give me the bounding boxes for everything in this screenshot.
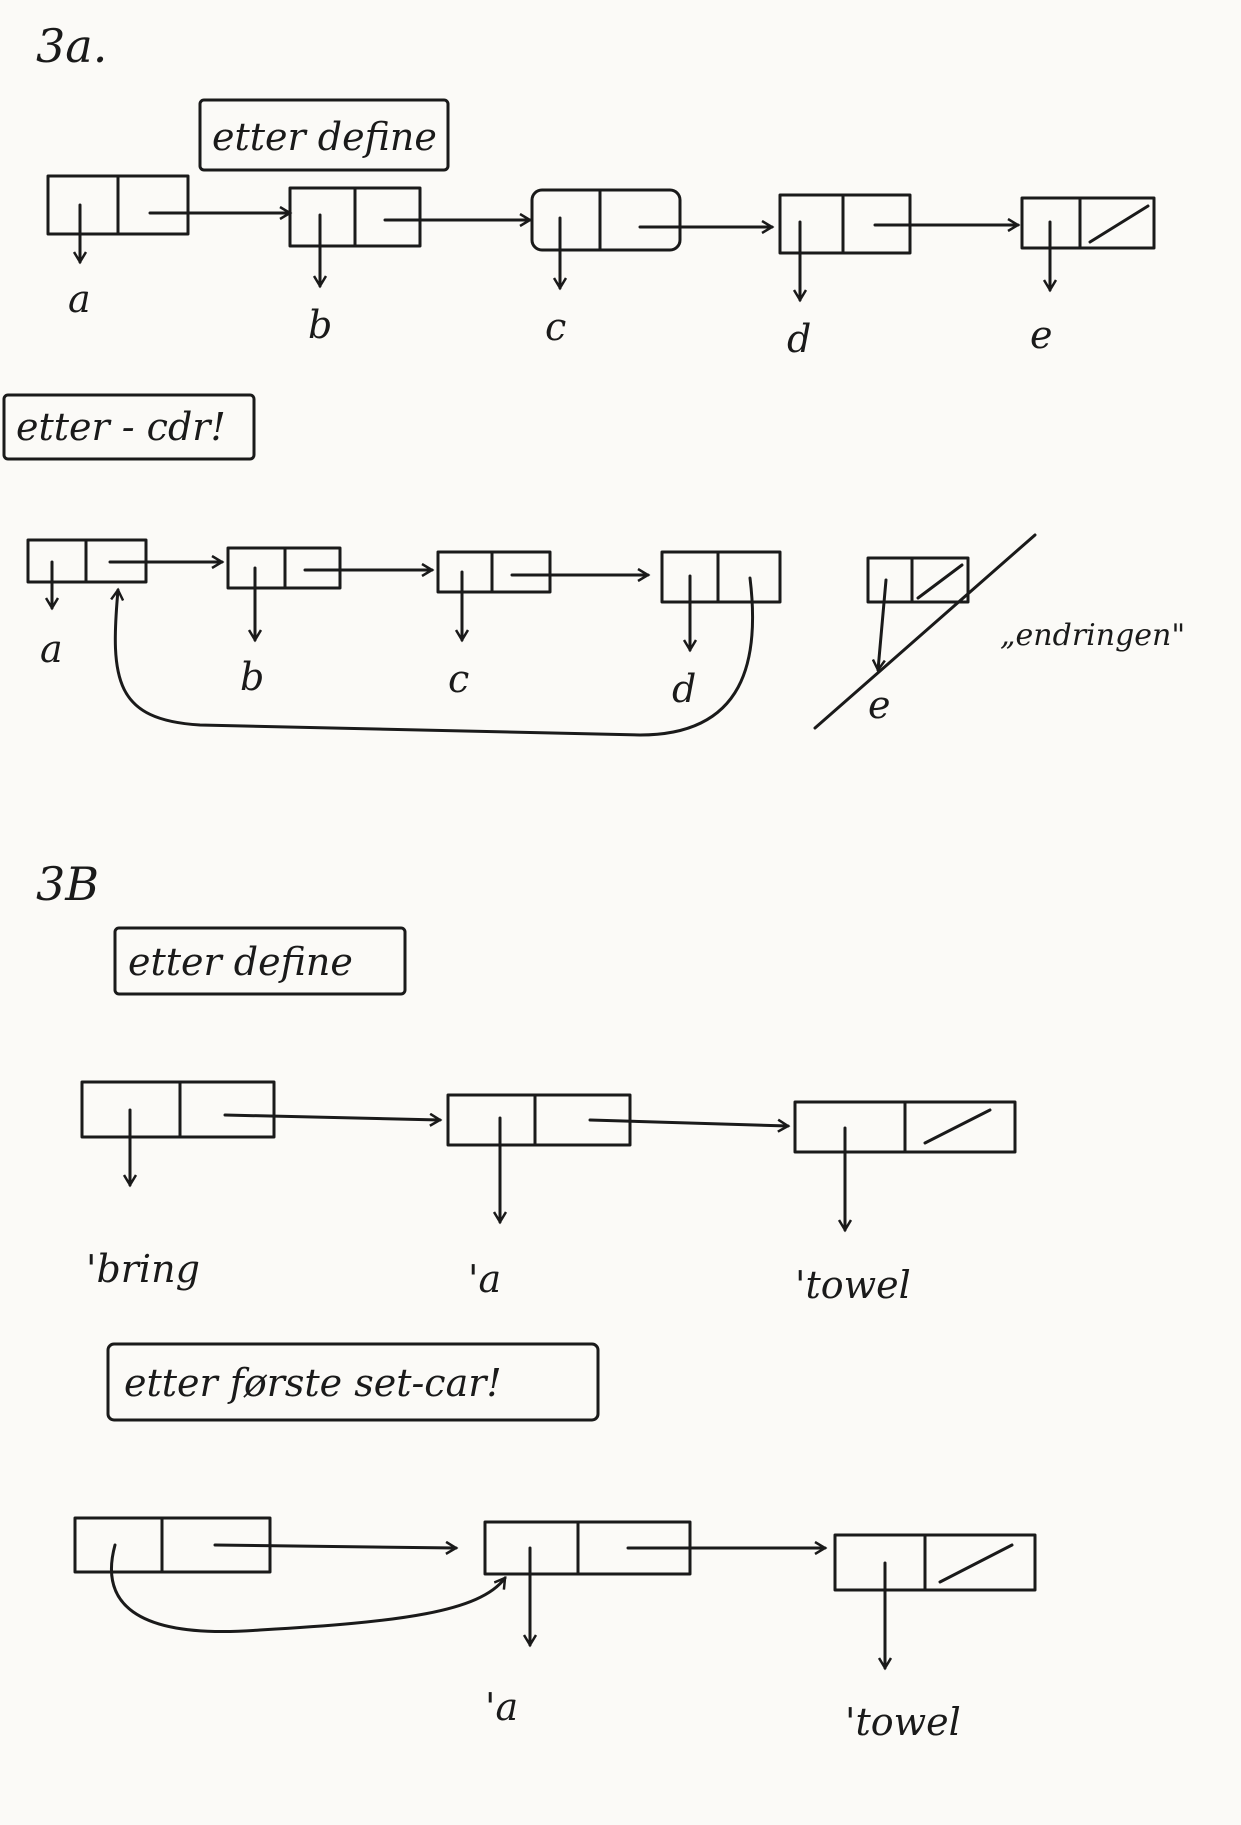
- symbol-a: a: [68, 277, 91, 321]
- cons-cell-first-modified: [73, 1516, 507, 1633]
- symbol-b: b: [308, 303, 332, 347]
- cdr-loop-arrow: [115, 576, 755, 737]
- cons-cell-e: [1020, 196, 1156, 290]
- cons-cell-a: [46, 174, 290, 262]
- cons-cell-b-after: [226, 546, 432, 640]
- set-car-arrow: [110, 1543, 507, 1633]
- cons-cell-d-after: [660, 550, 782, 650]
- cons-cell-c-after: [436, 550, 648, 640]
- stage2-label-3b: etter første set-car!: [124, 1361, 502, 1405]
- symbol-c: c: [545, 305, 566, 349]
- cons-cell-towel: [793, 1100, 1017, 1230]
- stage1-label-3b: etter define: [128, 940, 353, 984]
- cons-cell-towel-after: [833, 1533, 1037, 1668]
- stage2-label: etter - cdr!: [16, 405, 226, 449]
- symbol-e: e: [1030, 313, 1053, 357]
- change-note: „endringen": [1000, 618, 1185, 653]
- cons-cell-a-after: [26, 538, 222, 608]
- stage1-label-box-3b: etter define: [113, 926, 407, 996]
- list-3b-stage2: 'a 'towel: [73, 1516, 1037, 1744]
- symbol-towel: 'towel: [795, 1263, 911, 1307]
- cons-cell-d: [778, 193, 1018, 300]
- list-3a-stage1: a b c d e: [46, 174, 1156, 361]
- cons-cell-c: [530, 188, 772, 288]
- cons-cell-b: [288, 186, 530, 286]
- cons-cell-bring: [80, 1080, 440, 1185]
- symbol-bring: 'bring: [86, 1247, 200, 1291]
- symbol-a-after: a: [40, 627, 63, 671]
- symbol-c-after: c: [448, 657, 469, 701]
- section-3a-heading: 3a.: [36, 19, 107, 73]
- cons-cell-a-3b-after: [483, 1520, 825, 1645]
- section-3b-heading: 3B: [36, 857, 99, 911]
- symbol-e-after: e: [868, 683, 891, 727]
- symbol-a-3b-after: 'a: [485, 1685, 518, 1729]
- symbol-b-after: b: [240, 655, 264, 699]
- stage1-label: etter define: [212, 115, 437, 159]
- stage2-label-box-3b: etter første set-car!: [106, 1342, 600, 1422]
- cons-cell-a-3b: [446, 1093, 788, 1222]
- symbol-towel-after: 'towel: [845, 1700, 961, 1744]
- list-3a-stage2: a b c d e „endringen": [26, 533, 1185, 737]
- cons-cell-e-removed: [813, 533, 1037, 730]
- symbol-a-3b: 'a: [468, 1257, 501, 1301]
- strike-line: [813, 533, 1037, 730]
- symbol-d-after: d: [672, 667, 696, 711]
- stage1-label-box: etter define: [198, 98, 450, 172]
- list-3b-stage1: 'bring 'a 'towel: [80, 1080, 1017, 1307]
- stage2-label-box: etter - cdr!: [2, 393, 256, 461]
- symbol-d: d: [787, 317, 811, 361]
